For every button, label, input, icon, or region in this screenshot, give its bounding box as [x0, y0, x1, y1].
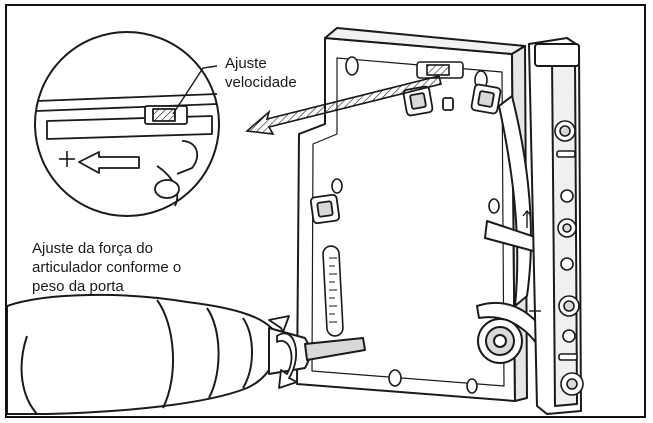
power-drill [7, 293, 366, 415]
callout-pointer-arrow [245, 75, 442, 135]
hinge-adjustment-illustration [7, 27, 584, 415]
force-label-line-1: Ajuste da força do [32, 240, 153, 257]
rotation-arrow-icon [268, 315, 298, 389]
speed-adjuster-slider [416, 61, 464, 79]
force-scale-slot [322, 245, 344, 337]
force-label-line-3: peso da porta [32, 278, 124, 295]
force-label-line-2: articulador conforme o [32, 259, 182, 276]
hinge-screws [554, 120, 584, 396]
direction-marks [522, 209, 541, 312]
speed-label-line-1: Ajuste [225, 55, 267, 72]
speed-leader-line [172, 65, 218, 115]
arrow-left-icon [78, 151, 140, 174]
plus-icon [59, 151, 75, 167]
speed-adjust-label: Ajuste velocidade [225, 54, 297, 92]
speed-label-line-2: velocidade [225, 74, 297, 91]
speed-adjust-inset [34, 31, 220, 217]
diagram-frame: Ajuste velocidade Ajuste da força do art… [5, 4, 646, 418]
force-adjust-label: Ajuste da força do articulador conforme … [32, 239, 181, 296]
pivot-wheel [477, 318, 523, 364]
